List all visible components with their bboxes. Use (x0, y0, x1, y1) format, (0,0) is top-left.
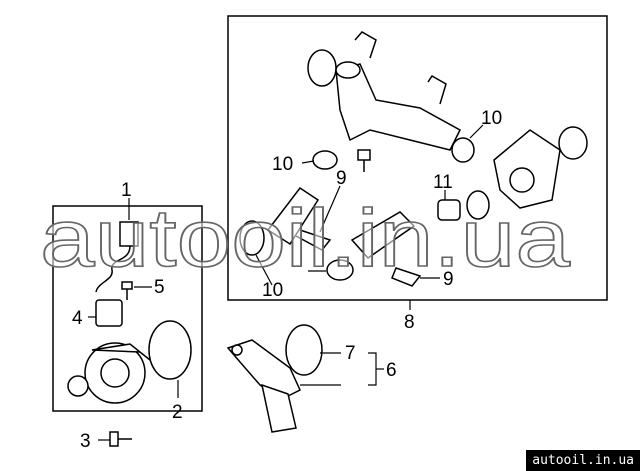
leader-lines (88, 124, 484, 441)
o-ring (558, 126, 588, 160)
bolt-5 (121, 281, 133, 300)
o-ring-10 (312, 150, 338, 170)
site-badge: autooil.in.ua (526, 450, 640, 471)
callout-6: 6 (386, 360, 397, 381)
o-ring-10 (326, 259, 354, 281)
callout-2: 2 (172, 402, 183, 423)
callout-4: 4 (72, 308, 83, 329)
group-box-8 (227, 15, 608, 301)
callout-9: 9 (336, 168, 347, 189)
o-ring-7 (285, 324, 323, 376)
watermark: autooil.in.ua (40, 193, 570, 284)
thermostat-housing (493, 129, 561, 209)
connector-11 (437, 199, 461, 221)
callout-5: 5 (154, 277, 165, 298)
water-outlet-6 (226, 339, 301, 433)
callout-10: 10 (272, 154, 293, 175)
coolant-flange (335, 61, 461, 151)
hose (350, 211, 416, 259)
bolt (357, 149, 371, 172)
callout-10: 10 (481, 108, 502, 129)
clip (427, 75, 447, 105)
callout-10: 10 (262, 280, 283, 301)
group-box-1 (52, 205, 203, 412)
o-ring (239, 220, 265, 256)
o-ring-10 (451, 137, 475, 163)
callout-7: 7 (345, 343, 356, 364)
callout-1: 1 (121, 180, 132, 201)
bolt-3 (109, 431, 132, 447)
pump-housing (67, 342, 151, 404)
callout-8: 8 (404, 312, 415, 333)
hose (266, 186, 320, 246)
o-ring (466, 190, 490, 220)
sensor-connector (95, 221, 139, 293)
sensor-4 (95, 299, 123, 327)
clip (354, 31, 377, 59)
callout-3: 3 (80, 431, 91, 452)
callout-9: 9 (443, 269, 454, 290)
callout-11: 11 (433, 172, 453, 193)
o-ring (307, 49, 337, 87)
clip-9 (391, 267, 422, 287)
clip-9 (295, 229, 332, 251)
o-ring-2 (148, 320, 192, 380)
